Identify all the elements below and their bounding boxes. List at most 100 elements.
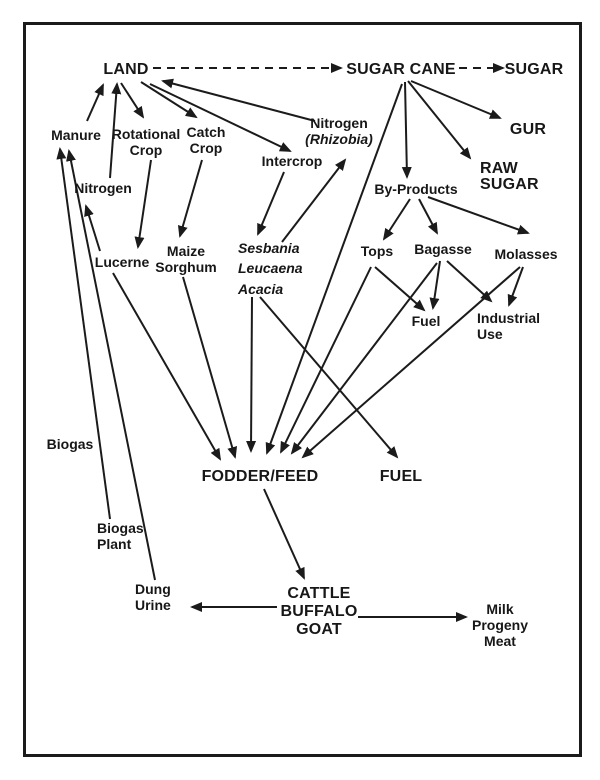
arrow-intercrop-to-sesbania-leucaena-acacia (257, 171, 285, 236)
node-dung-urine-label: Urine (135, 597, 171, 614)
arrow-group (56, 63, 530, 622)
node-sesbania-leucaena-acacia-label: Sesbania (238, 240, 300, 256)
arrow-molasses-to-fodder-feed (301, 266, 521, 459)
node-fodder-feed: FODDER/FEED (202, 468, 319, 486)
node-molasses-label: Molasses (494, 246, 558, 262)
node-molasses: Molasses (494, 246, 557, 262)
arrow-by-products-to-tops (382, 198, 411, 241)
node-catch-crop-label: Crop (189, 140, 223, 157)
node-rotational-crop-label: Crop (129, 142, 163, 159)
node-land-label: LAND (103, 61, 149, 78)
arrow-sugar-cane-to-gur (410, 80, 502, 119)
arrow-sugar-cane-to-fodder-feed (265, 83, 403, 455)
arrow-sesbania-leucaena-acacia-to-fodder-feed (246, 296, 257, 453)
arrow-sugar-cane-to-by-products (401, 81, 412, 179)
arrow-sesbania-leucaena-acacia-to-nitrogen-rhizobia (281, 158, 347, 243)
arrow-sugar-cane-to-raw-sugar (407, 80, 472, 160)
node-intercrop: Intercrop (262, 153, 323, 169)
node-catch-crop-label: Catch (186, 124, 226, 140)
node-biogas-plant-label: Plant (97, 536, 132, 553)
node-sesbania-leucaena-acacia-label: Acacia (238, 280, 284, 297)
node-nitrogen-label: Nitrogen (74, 180, 132, 196)
node-manure: Manure (51, 127, 101, 143)
node-sugar-label: SUGAR (504, 61, 564, 78)
node-sugar: SUGAR (505, 61, 564, 79)
node-fuel-label: Fuel (411, 313, 441, 329)
arrow-lucerne-to-fodder-feed (112, 272, 221, 461)
node-nitrogen-rhizobia: Nitrogen(Rhizobia) (305, 115, 373, 147)
node-nitrogen-rhizobia-label: Nitrogen (310, 115, 368, 131)
node-raw-sugar-label: SUGAR (480, 176, 539, 193)
arrow-catch-crop-to-maize-sorghum (177, 159, 203, 238)
node-sugar-cane: SUGAR CANE (346, 61, 456, 79)
arrow-bagasse-to-industrial-use (446, 260, 493, 303)
node-biogas: Biogas (47, 436, 94, 452)
arrow-manure-to-land (86, 83, 104, 122)
node-milk-progeny-meat-label: Meat (484, 633, 516, 650)
node-gur-label: GUR (509, 121, 547, 138)
node-land: LAND (103, 61, 148, 79)
diagram-frame (23, 22, 582, 757)
arrow-dung-urine-to-manure (66, 149, 156, 581)
node-bagasse: Bagasse (414, 241, 472, 257)
arrow-bagasse-to-fodder-feed (290, 262, 438, 455)
arrow-fodder-feed-to-cattle-buffalo-goat (263, 488, 305, 580)
arrow-molasses-to-industrial-use (507, 266, 524, 307)
node-sugar-cane-label: SUGAR CANE (346, 61, 456, 78)
node-nitrogen: Nitrogen (74, 180, 132, 196)
node-by-products-label: By-Products (374, 181, 458, 197)
node-industrial-use-label: Industrial (477, 310, 541, 326)
node-tops: Tops (361, 243, 393, 259)
arrow-rotational-crop-to-lucerne (134, 159, 152, 249)
node-cattle-buffalo-goat-label: BUFFALO (280, 602, 358, 620)
node-manure-label: Manure (51, 127, 101, 143)
node-industrial-use-label: Use (477, 326, 503, 343)
node-maize-sorghum-label: Sorghum (155, 259, 217, 276)
node-bagasse-label: Bagasse (414, 241, 472, 257)
node-gur: GUR (510, 121, 546, 139)
arrow-tops-to-fodder-feed (280, 266, 372, 454)
node-rotational-crop-label: Rotational (111, 126, 181, 142)
node-raw-sugar-label: RAW (480, 160, 518, 177)
arrow-land-to-catch-crop (140, 81, 198, 119)
node-fuel: Fuel (412, 313, 441, 329)
node-sesbania-leucaena-acacia-label: Leucaena (238, 260, 303, 277)
node-dung-urine-label: Dung (135, 581, 171, 597)
arrow-sesbania-leucaena-acacia-to-fuel-main (259, 296, 399, 459)
node-fuel-main: FUEL (380, 468, 423, 486)
arrow-bagasse-to-fuel (429, 260, 441, 310)
node-biogas-label: Biogas (46, 436, 94, 452)
arrow-nitrogen-rhizobia-to-land (161, 78, 316, 122)
node-lucerne: Lucerne (95, 254, 149, 270)
node-intercrop-label: Intercrop (261, 153, 323, 169)
node-nitrogen-rhizobia-label: (Rhizobia) (305, 131, 373, 148)
arrow-land-to-rotational-crop (120, 82, 145, 119)
arrow-biogas-plant-to-manure (56, 147, 111, 520)
arrow-tops-to-fuel (374, 266, 426, 312)
node-by-products: By-Products (374, 181, 457, 197)
arrow-by-products-to-molasses (427, 196, 530, 235)
node-cattle-buffalo-goat-label: CATTLE (287, 585, 351, 602)
arrow-land-to-intercrop (149, 83, 292, 152)
node-maize-sorghum-label: Maize (166, 243, 206, 259)
node-milk-progeny-meat-label: Progeny (471, 617, 529, 634)
node-tops-label: Tops (360, 243, 394, 259)
node-milk-progeny-meat-label: Milk (486, 601, 514, 617)
node-fodder-feed-label: FODDER/FEED (201, 468, 319, 485)
arrow-nitrogen-to-land (109, 82, 122, 179)
arrow-maize-sorghum-to-fodder-feed (182, 276, 238, 459)
node-lucerne-label: Lucerne (94, 254, 150, 270)
arrow-lucerne-to-nitrogen (84, 204, 101, 252)
node-fuel-main-label: FUEL (379, 468, 423, 485)
